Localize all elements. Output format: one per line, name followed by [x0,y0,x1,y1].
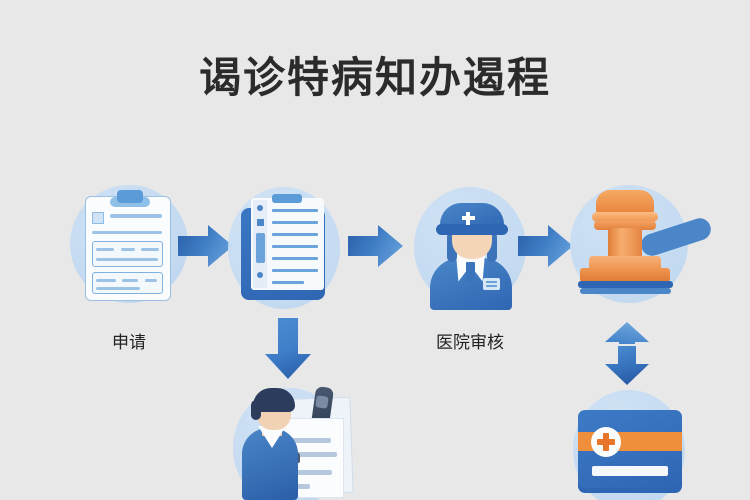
form-field-box [92,241,163,267]
document-line [272,233,318,236]
arrow-down-2 [604,346,650,386]
form-line [96,258,158,261]
document-sidebar-bar [256,233,265,263]
form-line [96,287,140,290]
form-line [96,248,114,251]
uniform-tie [466,262,475,282]
arrow-down-icon [265,318,311,379]
form-line [145,279,157,282]
form-field-box [92,272,163,294]
arrow-right-icon [518,225,573,267]
caption-apply: 申请 [112,333,146,353]
clipboard-clip-icon [272,194,302,203]
arrow-right-3 [518,224,574,268]
stamp-stem [608,228,642,260]
arrow-down-icon [605,346,649,385]
form-line [121,248,135,251]
page-title: 谒诊特病知办遏程 [198,53,551,102]
form-line [141,248,159,251]
arrow-right-icon [348,225,403,267]
stamp-ring [592,212,658,222]
medical-staff-hair-left [447,232,457,262]
medical-cross-icon [603,433,609,451]
document-line [285,452,337,457]
arrow-up-icon [605,322,649,344]
form-line [110,214,162,218]
document-line [272,269,318,272]
stamp-pad [580,288,671,294]
clipboard-clip-icon [117,190,143,203]
medical-cross-icon [466,212,470,225]
document-line [272,281,304,284]
document-bullet [257,219,264,226]
stamp-ring [594,221,656,230]
arrow-right-icon [178,225,233,267]
document-bullet [257,205,263,211]
device-screen [315,395,329,409]
document-line [272,245,318,248]
document-line [278,470,332,475]
caption-hospital-review: 医院审核 [436,333,504,353]
arrow-down-1 [264,318,312,380]
form-line [96,279,116,282]
badge-line [486,281,497,283]
arrow-right-1 [178,224,234,268]
form-line [92,231,162,234]
arrow-right-2 [348,224,404,268]
badge-line [486,285,497,287]
document-line [272,257,318,260]
form-line [122,279,138,282]
medical-staff-hair-right [487,232,497,262]
medical-cap-brim [436,224,508,235]
document-line [285,438,331,443]
person-hair-side [251,400,261,420]
document-line [272,221,318,224]
stamp-handle-icon [596,190,654,216]
stamp-base [580,268,670,282]
document-bullet [257,272,263,278]
stamp-pad [578,281,673,288]
document-line [272,209,318,212]
arrow-up-1 [604,322,650,344]
card-magnetic-bar [592,466,668,476]
staff-badge-icon [483,278,500,290]
form-avatar-box [92,212,104,224]
